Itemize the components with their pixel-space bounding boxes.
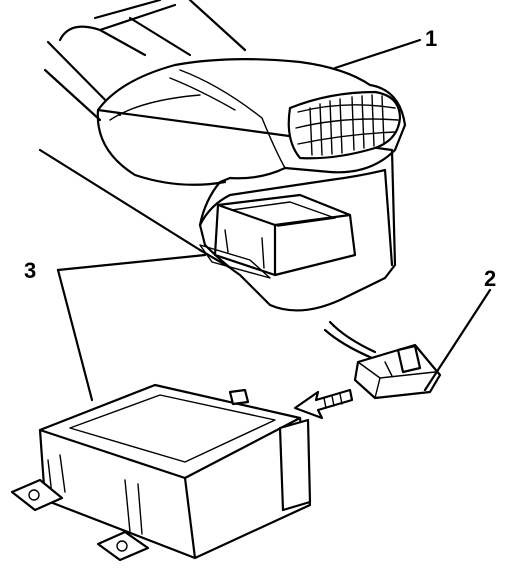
- airbag-control-module: [10, 383, 312, 562]
- callout-1: 1: [425, 26, 437, 51]
- installed-module: [199, 193, 357, 279]
- callout-2: 2: [484, 266, 496, 291]
- air-vent: [287, 90, 402, 160]
- callout-3: 3: [24, 258, 36, 283]
- leader-lines: [56, 38, 492, 402]
- wiring-connector: [323, 320, 442, 400]
- connection-arrow: [293, 388, 354, 420]
